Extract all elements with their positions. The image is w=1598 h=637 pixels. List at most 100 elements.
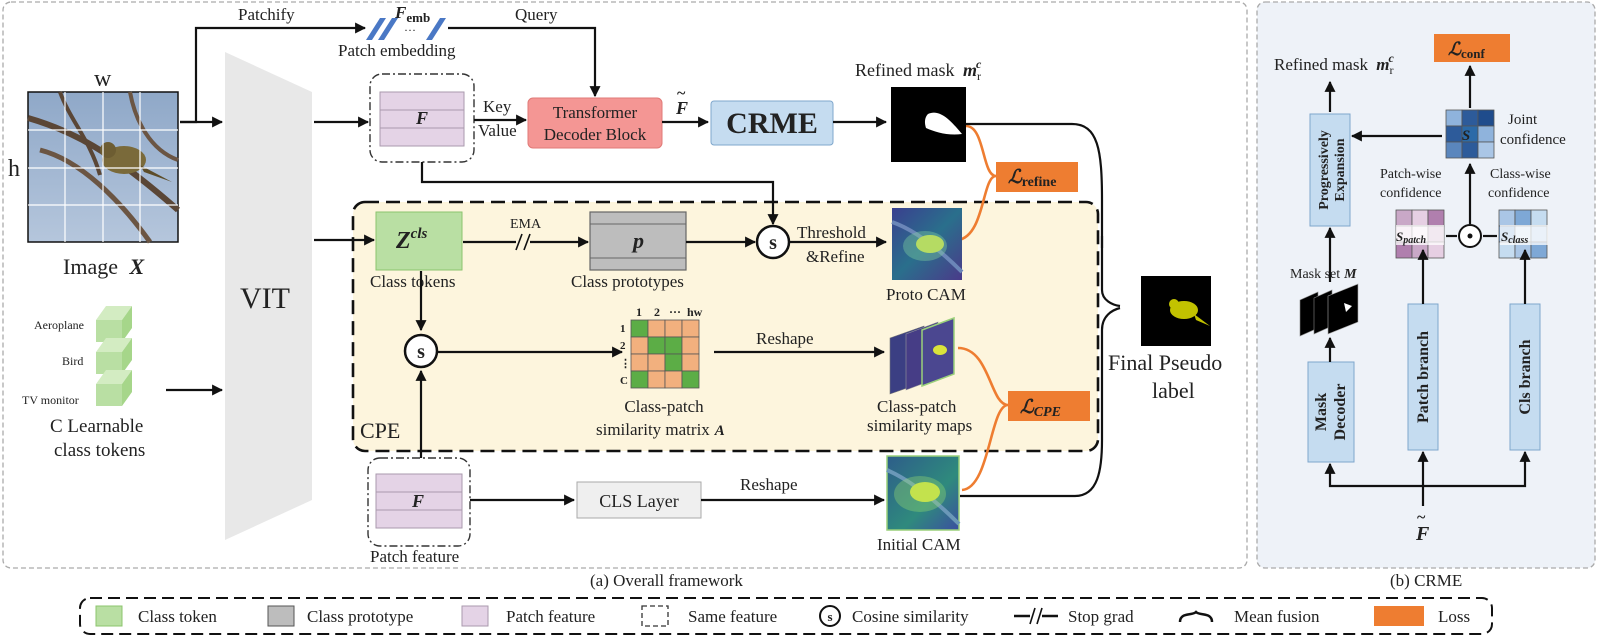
patch-cell <box>1395 209 1413 227</box>
crme-refined-mask-label: Refined mask mrc <box>1274 51 1394 77</box>
similarity-maps-stack <box>889 316 955 395</box>
reshape-label: Reshape <box>756 329 814 348</box>
patchwise-label-1: Patch-wise <box>1380 167 1441 182</box>
matrix-cell <box>630 319 649 338</box>
height-label: h <box>8 156 20 182</box>
learnable-caption-1: C Learnable <box>50 416 143 437</box>
matrix-cell <box>630 353 649 372</box>
caption-a: (a) Overall framework <box>590 571 743 590</box>
patchwise-label-2: confidence <box>1380 186 1441 201</box>
matrix-cell <box>647 336 666 355</box>
progressive-label-2: Expansion <box>1333 138 1348 201</box>
legend-class-prototype-swatch <box>267 605 295 627</box>
matrix-cell <box>681 353 700 372</box>
initial-cam-image <box>886 455 961 531</box>
legend-stop-grad-text: Stop grad <box>1068 607 1134 626</box>
joint-cell <box>1461 109 1479 127</box>
reshape2-label: Reshape <box>740 475 798 494</box>
legend-same-feature-text: Same feature <box>688 607 777 626</box>
f-tilde-label: F <box>675 98 688 118</box>
matrix-col-3: ··· <box>669 305 681 319</box>
final-label-1: Final Pseudo <box>1108 350 1222 375</box>
cls-layer-box <box>576 481 702 519</box>
cls-branch-label: Cls branch <box>1517 339 1534 414</box>
crme-label: CRME <box>726 107 818 140</box>
matrix-caption-1: Class-patch <box>624 397 704 416</box>
cosine-similarity-top <box>755 224 791 260</box>
patch-embedding-label: Patch embedding <box>338 41 456 60</box>
mask-decoder-label-1: Mask <box>1313 393 1330 431</box>
legend-class-token-text: Class token <box>138 607 217 626</box>
cpe-label: CPE <box>360 418 400 443</box>
aeroplane-label: Aeroplane <box>34 318 84 332</box>
patch-branch-label: Patch branch <box>1415 331 1432 423</box>
mask-set-stack <box>1299 283 1359 337</box>
matrix-row-4: C <box>620 375 628 387</box>
caption-b: (b) CRME <box>1390 571 1462 590</box>
legend-mean-fusion-text: Mean fusion <box>1234 607 1320 626</box>
legend-mean-fusion-swatch <box>1178 610 1214 623</box>
crme-f-tilde-label: F <box>1415 523 1430 545</box>
matrix-cell <box>681 319 700 338</box>
image-caption: Image X <box>63 254 145 279</box>
maps-caption-1: Class-patch <box>877 397 957 416</box>
crme-f-tilde-mark: ~ <box>1417 509 1426 526</box>
class-tokens-caption: Class tokens <box>370 272 455 291</box>
similarity-matrix <box>630 319 700 389</box>
legend-class-prototype-text: Class prototype <box>307 607 413 626</box>
legend-same-feature-swatch <box>641 605 669 627</box>
learnable-token-stack <box>96 306 132 406</box>
value-label: Value <box>478 121 517 140</box>
proto-cam-caption: Proto CAM <box>886 285 966 304</box>
cls-branch-box <box>1509 303 1541 451</box>
refine-label: &Refine <box>806 247 865 266</box>
joint-s-label: S <box>1462 128 1470 144</box>
refined-mask-label: Refined mask mrc <box>855 57 982 83</box>
joint-cell <box>1445 125 1463 143</box>
maps-caption-2: similarity maps <box>867 416 972 435</box>
joint-cell <box>1477 141 1495 159</box>
ema-label: EMA <box>510 217 542 232</box>
classwise-label-1: Class-wise <box>1490 167 1551 182</box>
matrix-col-1: 1 <box>636 305 642 319</box>
legend-loss-text: Loss <box>1438 607 1470 626</box>
matrix-cell <box>647 319 666 338</box>
embed-dots: ··· <box>404 23 416 37</box>
initial-cam-caption: Initial CAM <box>877 535 961 554</box>
joint-confidence-grid <box>1445 109 1495 159</box>
matrix-cell <box>664 353 683 372</box>
legend-patch-feature-text: Patch feature <box>506 607 595 626</box>
learnable-caption-2: class tokens <box>54 440 145 461</box>
class-cell <box>1514 209 1532 227</box>
proto-cam-image <box>891 208 964 280</box>
legend-cosine-text: Cosine similarity <box>852 607 969 626</box>
legend-patch-feature-swatch <box>461 605 489 627</box>
matrix-cell <box>664 370 683 389</box>
loss-conf-badge <box>1434 34 1510 62</box>
joint-cell <box>1477 109 1495 127</box>
width-label: w <box>94 66 112 92</box>
f-bottom-label: F <box>411 491 424 511</box>
legend-frame <box>79 597 1493 635</box>
patchify-label: Patchify <box>238 5 295 24</box>
matrix-col-4: hw <box>687 305 703 319</box>
class-token-block <box>375 211 463 271</box>
class-prototype-block <box>589 211 687 271</box>
patch-feature-bottom <box>375 473 463 529</box>
transformer-label-2: Decoder Block <box>544 125 647 144</box>
loss-refine-label: ℒrefine <box>1008 167 1056 190</box>
matrix-cell <box>664 319 683 338</box>
patch-embedding-blocks <box>366 18 446 40</box>
matrix-cell <box>630 336 649 355</box>
class-cell <box>1530 209 1548 227</box>
s-class-label: Sclass <box>1501 229 1528 246</box>
panel-b-frame <box>1256 1 1596 569</box>
vit-block <box>225 52 312 540</box>
matrix-cell <box>681 336 700 355</box>
patch-feature-caption: Patch feature <box>370 547 459 566</box>
classwise-label-2: confidence <box>1488 186 1549 201</box>
key-label: Key <box>483 97 512 116</box>
vit-label: VIT <box>240 282 290 315</box>
matrix-cell <box>647 353 666 372</box>
